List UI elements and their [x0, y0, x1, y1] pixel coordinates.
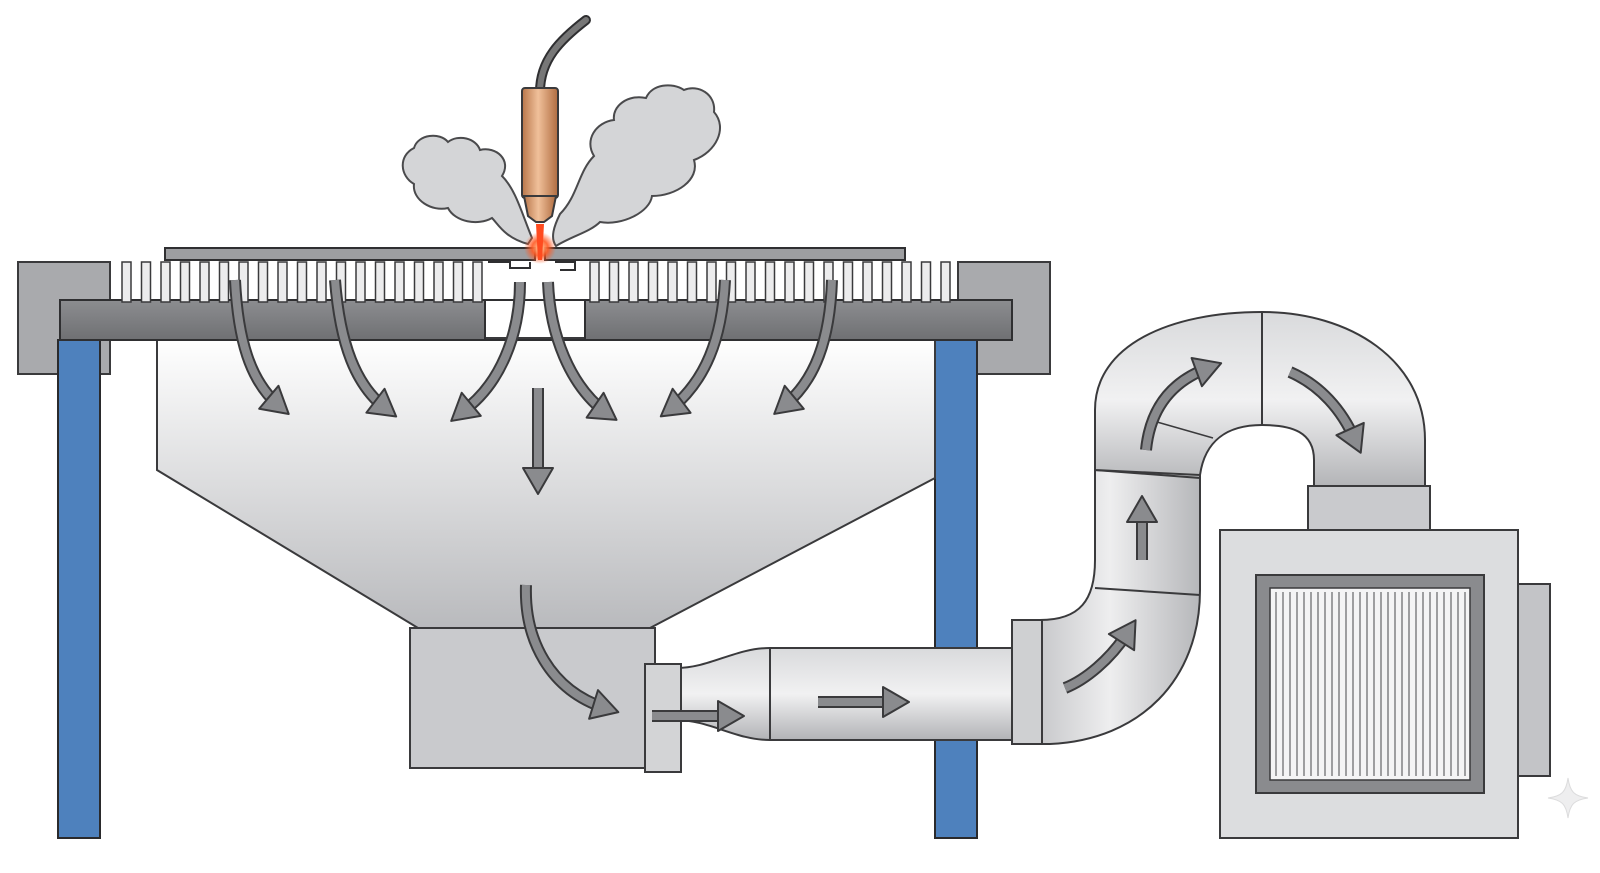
slat [355, 261, 366, 303]
airflow-arrow [229, 279, 290, 416]
fume-cloud-left [401, 134, 534, 246]
airflow-arrows [229, 279, 1365, 732]
airflow-arrow [329, 279, 398, 418]
slat [374, 261, 386, 303]
slat [920, 261, 932, 303]
duct-collar [1011, 619, 1043, 745]
right-leg [934, 339, 978, 839]
slat [160, 261, 171, 303]
slat [433, 261, 444, 303]
airflow-arrow [1287, 366, 1365, 454]
filter-pleats [1275, 592, 1466, 776]
slat [140, 261, 152, 303]
torch-nozzle [522, 195, 558, 223]
slat [413, 261, 425, 303]
slat [296, 261, 308, 303]
slat [803, 261, 815, 303]
slat [940, 261, 951, 303]
slat [452, 261, 464, 303]
slat [667, 261, 678, 303]
filter-media [1269, 587, 1471, 781]
slat [121, 261, 132, 303]
workpiece-plate-right [544, 247, 906, 261]
slat [842, 261, 854, 303]
slat [179, 261, 191, 303]
filter-inlet-collar [1307, 485, 1431, 532]
fume-cloud-right [552, 84, 721, 248]
left-leg [57, 339, 101, 839]
airflow-arrow [522, 388, 555, 495]
slat [394, 261, 405, 303]
slat [764, 261, 776, 303]
table-top-plate [59, 299, 1013, 341]
slat [257, 261, 269, 303]
airflow-arrow [450, 281, 526, 422]
slat [608, 261, 620, 303]
airflow-arrow [1062, 619, 1137, 694]
slat [199, 261, 210, 303]
duct-u-bend [1094, 310, 1426, 489]
duct-elbow-lower [1019, 469, 1201, 745]
airflow-arrow [542, 281, 618, 421]
slat [745, 261, 756, 303]
slat [784, 261, 795, 303]
exhaust-outlet [1517, 583, 1551, 777]
weld-joint [488, 261, 576, 271]
elbow-seam-1 [1094, 587, 1201, 596]
slat [862, 261, 873, 303]
slat [218, 261, 230, 303]
airflow-arrow [519, 584, 620, 720]
welding-torch [521, 87, 559, 199]
slat [706, 261, 717, 303]
airflow-arrow [659, 279, 731, 418]
airflow-arrow [1126, 495, 1158, 560]
slat [589, 261, 600, 303]
airflow-arrow [818, 686, 910, 718]
slat [686, 261, 698, 303]
slat [316, 261, 327, 303]
airflow-arrow [773, 279, 838, 415]
slat [628, 261, 639, 303]
airflow-arrow [652, 700, 745, 732]
weld-arc [536, 224, 544, 260]
ubend-seam-2 [1149, 419, 1214, 439]
slat [277, 261, 288, 303]
slat [472, 261, 483, 303]
sparkle-watermark-icon [1547, 777, 1589, 819]
collection-hopper [156, 337, 936, 629]
slat [881, 261, 893, 303]
workpiece-plate-left [164, 247, 536, 261]
slat [647, 261, 659, 303]
slat [901, 261, 912, 303]
airflow-arrow [1140, 357, 1223, 451]
